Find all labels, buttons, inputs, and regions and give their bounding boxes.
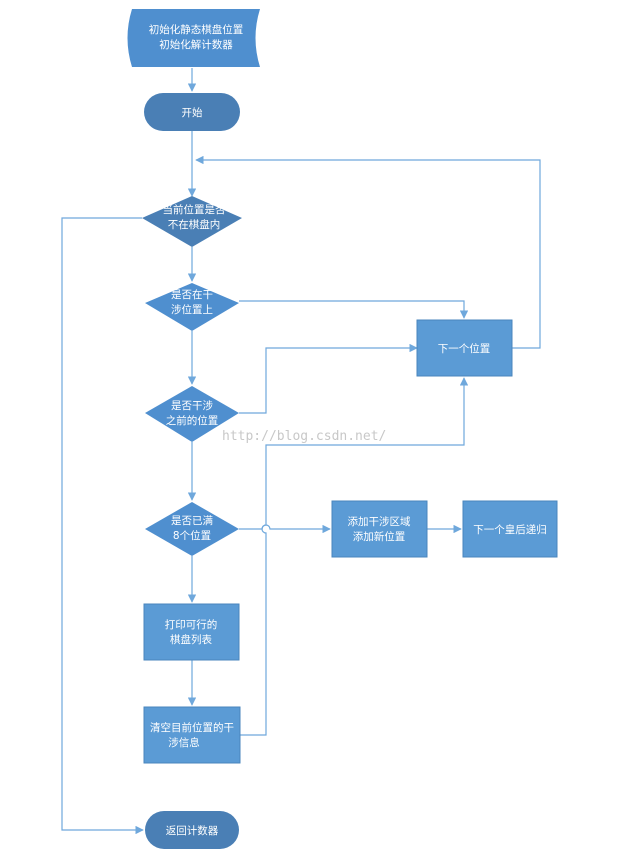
edge-prev-next [239, 343, 418, 414]
return-counter-label: 返回计数器 [166, 824, 219, 837]
node-print-board: 打印可行的 棋盘列表 [143, 603, 240, 661]
add-interference-line-1: 添加干涉区域 [348, 515, 411, 528]
full8-line-2: 8个位置 [173, 529, 211, 542]
full8-diamond [145, 502, 239, 556]
watermark: http://blog.csdn.net/ [222, 429, 386, 444]
edges [61, 68, 541, 835]
interfering-diamond [145, 283, 239, 331]
clear-info-line-2: 涉信息 [168, 736, 200, 749]
interfering-line-2: 涉位置上 [171, 303, 213, 316]
node-init: 初始化静态棋盘位置 初始化解计数器 [127, 9, 260, 67]
start-label: 开始 [182, 106, 203, 119]
edge-interfering-next [239, 300, 469, 319]
in-board-line-1: 当前位置是否 [163, 203, 226, 216]
prev-interfering-line-2: 之前的位置 [166, 414, 219, 427]
in-board-diamond [142, 196, 242, 247]
next-queen-label: 下一个皇后递归 [473, 523, 547, 536]
node-return-counter: 返回计数器 [145, 811, 239, 849]
init-shape [127, 9, 260, 67]
clear-info-box [143, 706, 241, 764]
edge-inboard-return [61, 217, 144, 835]
next-position-box [416, 319, 513, 377]
print-board-box [143, 603, 240, 661]
print-board-line-1: 打印可行的 [165, 618, 218, 631]
node-full8: 是否已满 8个位置 [145, 502, 239, 556]
node-prev-interfering: 是否干涉 之前的位置 [145, 386, 239, 442]
node-in-board: 当前位置是否 不在棋盘内 [142, 196, 242, 247]
clear-info-line-1: 清空目前位置的干 [150, 721, 234, 734]
node-interfering: 是否在干 涉位置上 [145, 283, 239, 331]
node-add-interference: 添加干涉区域 添加新位置 [331, 500, 428, 558]
full8-line-1: 是否已满 [171, 515, 213, 527]
interfering-line-1: 是否在干 [171, 289, 213, 301]
node-next-queen: 下一个皇后递归 [462, 500, 558, 558]
edge-full8-add [239, 524, 331, 534]
start-shape [144, 93, 240, 131]
prev-interfering-diamond [145, 386, 239, 442]
add-interference-box [331, 500, 428, 558]
node-start: 开始 [144, 93, 240, 131]
print-board-line-2: 棋盘列表 [170, 633, 212, 646]
return-counter-shape [145, 811, 239, 849]
in-board-line-2: 不在棋盘内 [168, 218, 221, 231]
next-queen-box [462, 500, 558, 558]
node-clear-info: 清空目前位置的干 涉信息 [143, 706, 241, 764]
init-line-1: 初始化静态棋盘位置 [149, 23, 244, 36]
node-next-position: 下一个位置 [416, 319, 513, 377]
add-interference-line-2: 添加新位置 [353, 530, 406, 543]
edge-next-loop [195, 155, 541, 349]
init-line-2: 初始化解计数器 [159, 38, 233, 51]
next-position-label: 下一个位置 [438, 342, 491, 355]
prev-interfering-line-1: 是否干涉 [171, 399, 213, 412]
